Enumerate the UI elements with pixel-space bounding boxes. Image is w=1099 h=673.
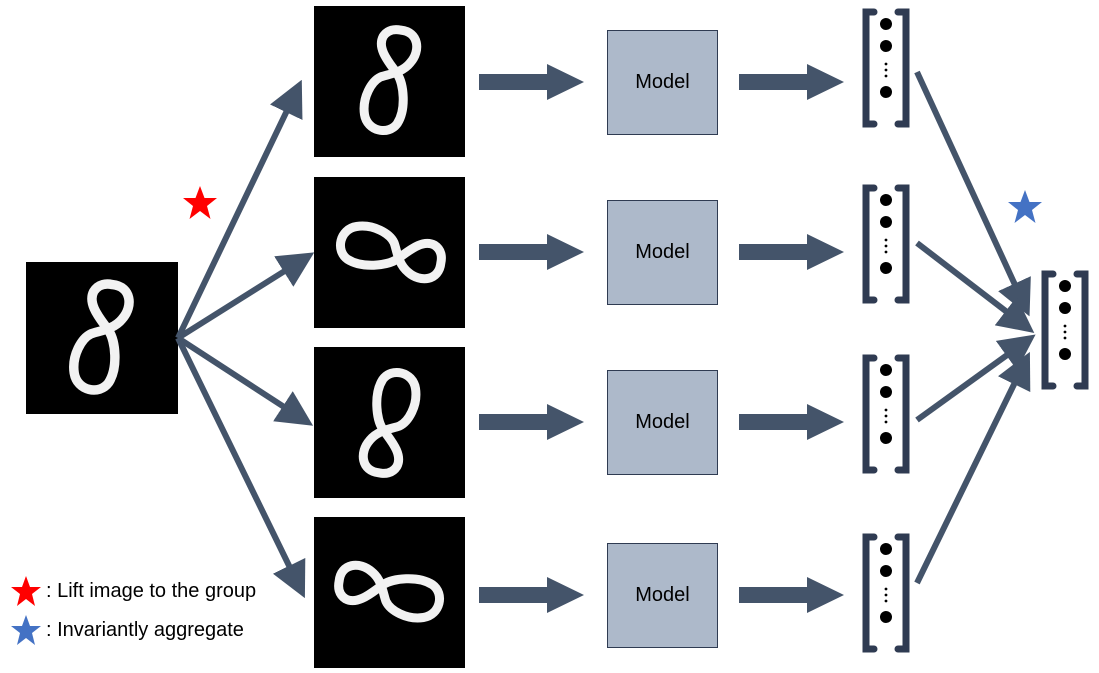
star-icon	[11, 576, 41, 606]
model-box-1: Model	[607, 30, 718, 135]
output-vector	[1045, 274, 1085, 386]
feature-vector-3	[866, 358, 906, 470]
model-box-2: Model	[607, 200, 718, 305]
aggregate-arrows	[914, 70, 1036, 585]
to-model-arrows	[479, 64, 584, 613]
rotated-image-2	[314, 177, 465, 328]
to-feature-arrows	[739, 64, 844, 613]
legend-aggregate: : Invariantly aggregate	[10, 614, 244, 646]
model-label: Model	[635, 71, 690, 93]
rotated-image-4	[314, 517, 465, 668]
legend-lift-text: : Lift image to the group	[46, 579, 257, 602]
rotated-image-1	[314, 6, 465, 157]
model-box-3: Model	[607, 370, 718, 475]
model-label: Model	[635, 241, 690, 263]
feature-vector-4	[866, 537, 906, 649]
lift-arrows	[175, 79, 315, 599]
star-icon	[11, 615, 41, 645]
model-box-4: Model	[607, 543, 718, 648]
legend-aggregate-text: : Invariantly aggregate	[46, 618, 244, 641]
input-image	[26, 262, 178, 414]
rotated-image-3	[314, 347, 465, 498]
lift-star-icon	[183, 186, 217, 219]
aggregate-star-icon	[1008, 190, 1042, 223]
feature-vector-1	[866, 12, 906, 124]
feature-vector-2	[866, 188, 906, 300]
legend-lift: : Lift image to the group	[10, 575, 256, 607]
model-label: Model	[635, 584, 690, 606]
model-label: Model	[635, 411, 690, 433]
